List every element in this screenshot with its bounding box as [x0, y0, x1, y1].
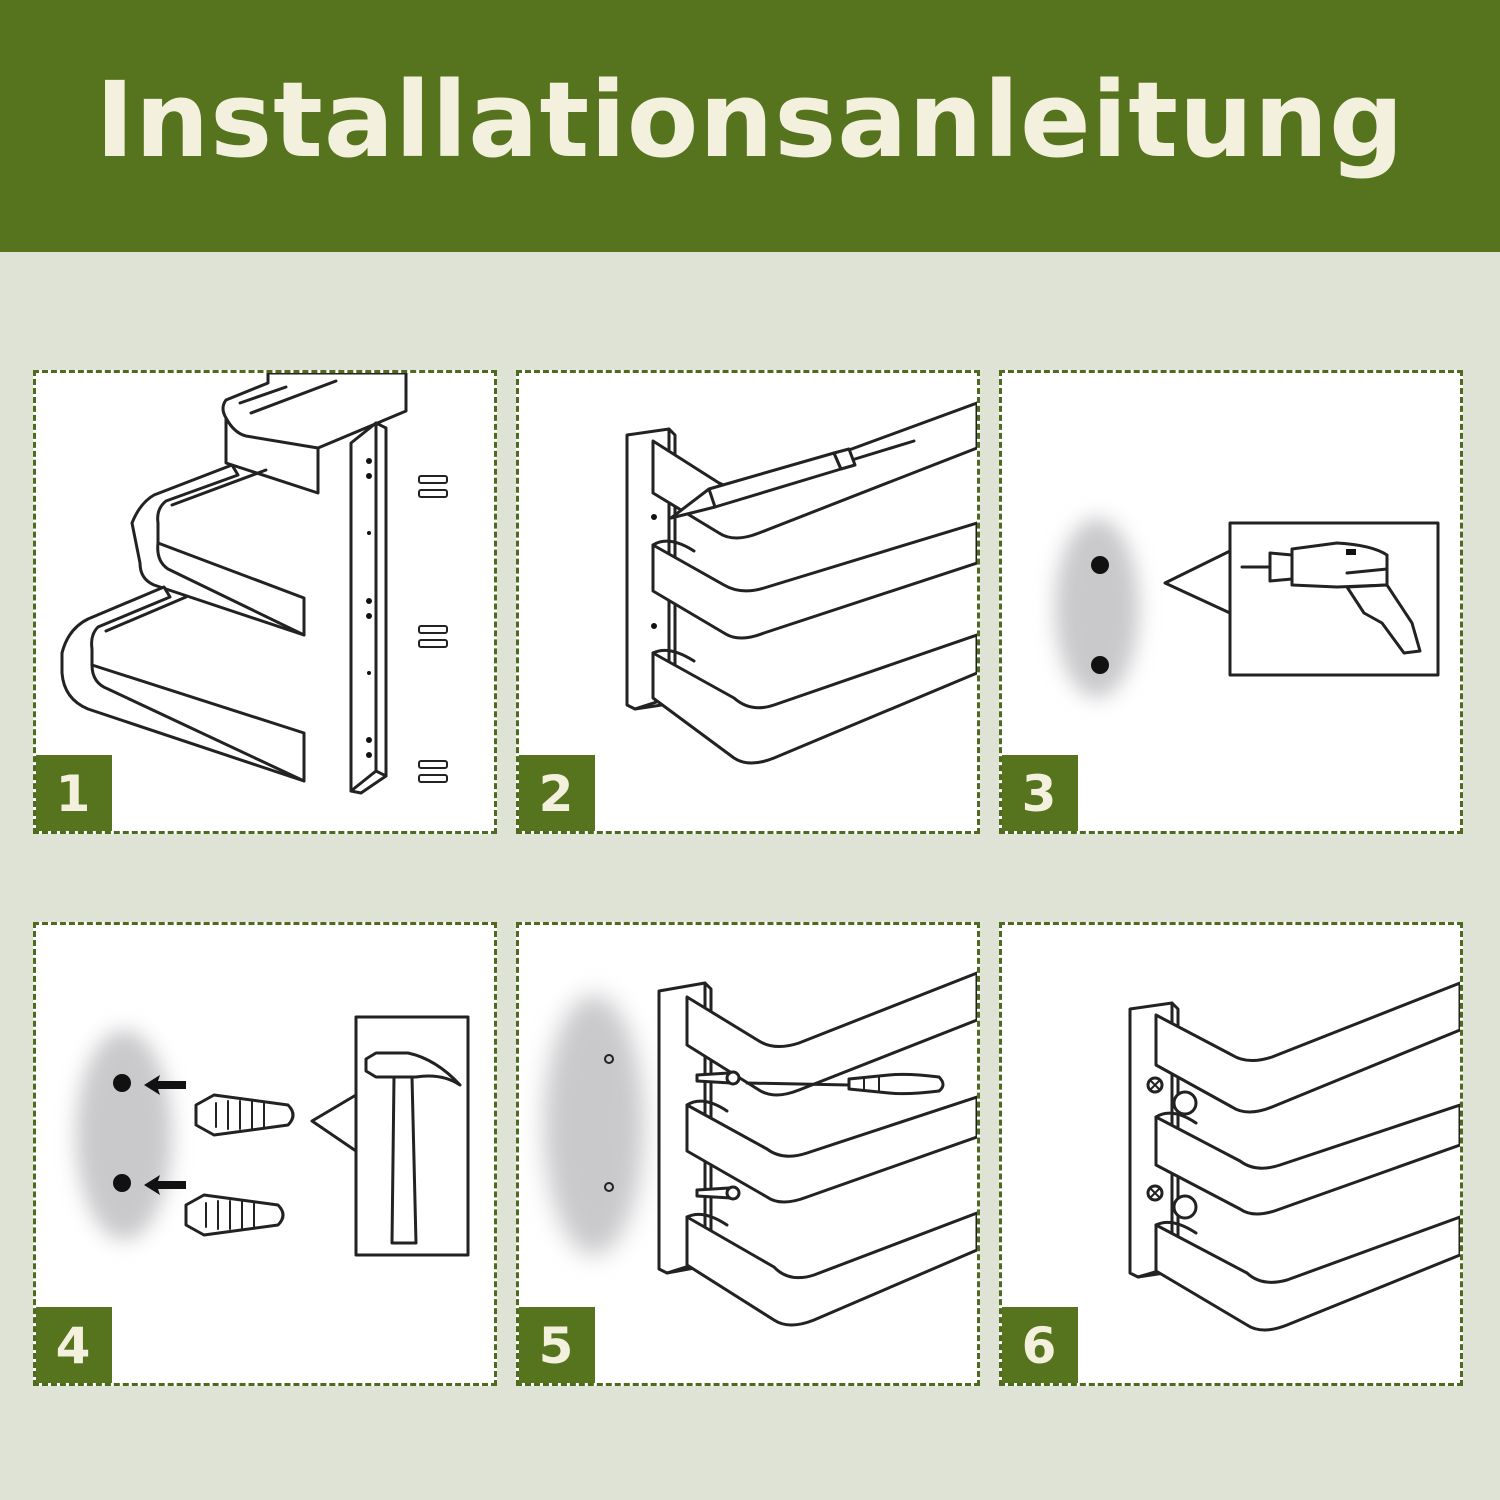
- screwdriver-icon: [745, 1072, 945, 1096]
- step-number-6: 6: [1002, 1307, 1078, 1383]
- step-1-panel: 1: [33, 370, 497, 834]
- mounting-plate-icon: [349, 421, 388, 795]
- step-number-5: 5: [519, 1307, 595, 1383]
- pencil-icon: [669, 439, 916, 520]
- screws-icon: [418, 475, 448, 783]
- step-5-illustration: [544, 971, 977, 1327]
- step-5-panel: 5: [516, 922, 980, 1386]
- step-number-2: 2: [519, 755, 595, 831]
- rack-frame-icon: [1128, 981, 1460, 1332]
- rack-frame-icon: [657, 971, 977, 1327]
- step-3-illustration: [1055, 518, 1440, 698]
- page-title: Installationsanleitung: [95, 59, 1405, 181]
- step-2-illustration: [625, 401, 977, 765]
- rack-frame-icon: [625, 401, 977, 765]
- step-1-illustration: [60, 373, 448, 795]
- step-number-4: 4: [36, 1307, 112, 1383]
- drill-holes-icon: [1055, 518, 1139, 698]
- step-6-illustration: [1128, 981, 1460, 1332]
- drill-holes-icon: [76, 1030, 172, 1240]
- step-6-panel: 6: [999, 922, 1463, 1386]
- rack-frame-icon: [60, 373, 408, 783]
- step-2-panel: 2: [516, 370, 980, 834]
- power-drill-icon: [1163, 521, 1440, 677]
- step-3-panel: 3: [999, 370, 1463, 834]
- title-banner: Installationsanleitung: [0, 0, 1500, 252]
- step-4-panel: 4: [33, 922, 497, 1386]
- step-number-1: 1: [36, 755, 112, 831]
- screw-icon: [695, 1070, 741, 1201]
- wall-plug-icon: [184, 1093, 295, 1237]
- step-4-illustration: [76, 1015, 470, 1257]
- step-number-3: 3: [1002, 755, 1078, 831]
- mounted-screws-icon: [1146, 1076, 1198, 1220]
- hammer-icon: [310, 1015, 470, 1257]
